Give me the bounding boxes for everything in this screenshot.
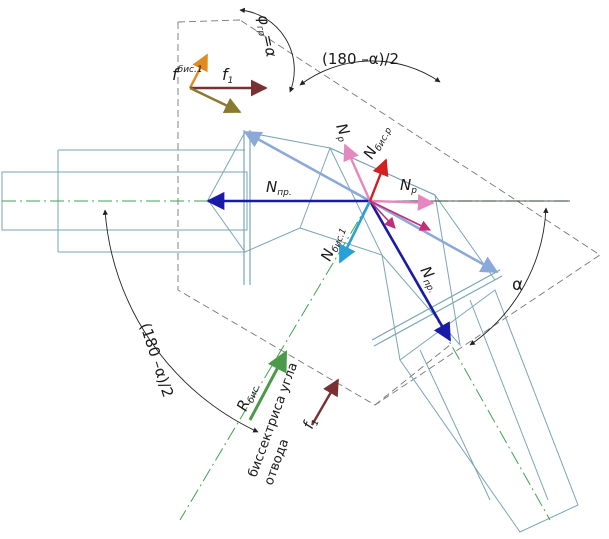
label-f1-bottom: f1: [299, 415, 322, 433]
label-N-r-right: Nр: [400, 176, 417, 196]
svg-text:f1: f1: [222, 65, 233, 86]
svg-text:Rбис.: Rбис.: [233, 379, 263, 414]
label-f1-top: f1: [222, 65, 233, 86]
R-bis-arrow: [248, 350, 288, 421]
angle-arcs: [102, 7, 549, 433]
axis-force-up-left: [243, 130, 371, 203]
f-resultant-arrow: [189, 86, 242, 114]
svg-text:Nр: Nр: [330, 121, 355, 144]
label-angle-half-top: (180 –α)/2: [322, 50, 399, 68]
label-phi-gr: φгр=α: [252, 13, 281, 59]
label-angle-half-left: (180 –α)/2: [136, 321, 177, 400]
label-N-r-top: Nр: [330, 121, 355, 144]
angled-pipe: [371, 269, 579, 533]
axis-force-down-right: [369, 199, 499, 274]
label-N-bis-r: Nбис.р: [360, 121, 395, 163]
N-r-small-arrow-2: [369, 200, 432, 231]
centerlines: [2, 200, 570, 521]
N-pr-down-arrow: [368, 200, 452, 342]
N-r-right-arrow: [369, 194, 435, 211]
label-alpha: α: [512, 275, 523, 295]
svg-text:f1: f1: [299, 415, 322, 433]
svg-text:φгр=α: φгр=α: [252, 13, 280, 59]
N-r-small-arrow-1: [369, 200, 396, 229]
svg-text:Nпр.: Nпр.: [415, 263, 445, 295]
svg-text:fбис.1: fбис.1: [172, 65, 203, 84]
label-R-bis: Rбис.: [233, 379, 263, 414]
elbow-segment: [328, 146, 496, 361]
svg-text:Nр: Nр: [400, 176, 417, 196]
f-bis-1-arrow: [188, 53, 209, 89]
N-bis-1-arrow: [338, 200, 372, 264]
svg-text:Nпр.: Nпр.: [266, 178, 292, 198]
svg-text:Nбис.р: Nбис.р: [360, 121, 395, 163]
label-f-bis-1: fбис.1: [172, 65, 203, 84]
label-N-pr-left: Nпр.: [266, 178, 292, 198]
N-r-top-arrow: [343, 143, 372, 202]
label-N-pr-down: Nпр.: [415, 263, 445, 295]
N-bis-r-arrow: [368, 158, 389, 202]
f1-bottom-arrow: [310, 378, 340, 426]
